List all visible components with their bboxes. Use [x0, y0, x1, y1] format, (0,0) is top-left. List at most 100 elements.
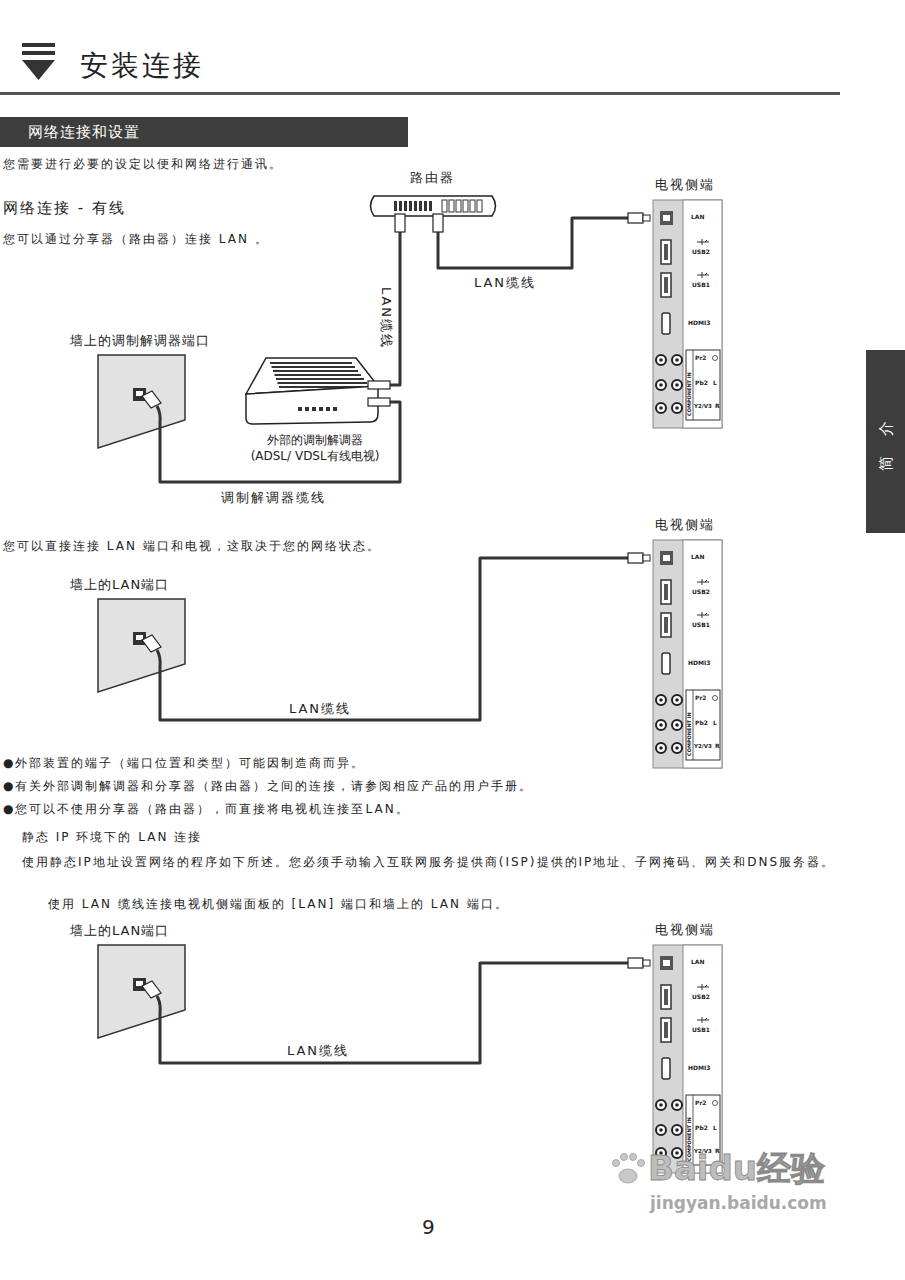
- router-label: 路由器: [360, 170, 504, 186]
- rca-jack: [656, 1100, 666, 1110]
- rca-jack-pin: [659, 746, 663, 750]
- router: 路由器: [360, 170, 504, 232]
- cable-label: LAN缆线: [379, 285, 394, 351]
- body-text: 网络连接 - 有线: [3, 198, 126, 218]
- hdmi-port: [662, 313, 670, 334]
- wall: [98, 355, 185, 448]
- port-label: L: [713, 380, 717, 387]
- wall-socket-slot: [136, 391, 143, 396]
- rca-jack-pin: [675, 1128, 679, 1132]
- body-text: 使用 LAN 缆线连接电视机侧端面板的 [LAN] 端口和墙上的 LAN 端口。: [48, 896, 509, 912]
- page-number: 9: [422, 1214, 435, 1240]
- port-label: Y2/V3: [694, 743, 712, 749]
- wall-lan-port: 墙上的LAN端口: [65, 923, 215, 1040]
- rca-jack-pin: [675, 1103, 679, 1107]
- lan-port: [660, 551, 673, 565]
- rca-jack: [656, 403, 666, 413]
- paw-toe: [613, 1160, 620, 1167]
- lan-plug: [395, 214, 405, 232]
- paw-pad: [619, 1169, 637, 1183]
- router-vent: [409, 201, 412, 211]
- usb-symbol: [697, 984, 709, 990]
- lan-plug: [628, 553, 643, 563]
- rca-jack-pin: [659, 383, 663, 387]
- watermark-paw: [613, 1154, 645, 1184]
- port-label: USB1: [692, 1027, 710, 1034]
- usb-port-tongue: [664, 989, 668, 1005]
- node-drawing: [625, 518, 725, 770]
- side-tab-text: 简 介: [876, 412, 895, 471]
- rca-jack: [672, 380, 682, 390]
- header-rule: [0, 92, 840, 95]
- router-port: [449, 200, 454, 212]
- modem-light: [305, 407, 309, 411]
- usb-port-tongue: [664, 1022, 668, 1038]
- audio-symbol: [713, 356, 718, 361]
- panel: [653, 540, 722, 768]
- port-label: USB1: [692, 282, 710, 289]
- port-label: Pb2: [695, 720, 708, 727]
- cable-label: LAN缆线: [472, 275, 538, 290]
- modem-vent: [270, 362, 352, 364]
- external-modem: 外部的调制解调器 (ADSL/ VDSL有线电视): [240, 352, 390, 465]
- modem-vent: [275, 374, 362, 376]
- router-vent: [429, 201, 432, 211]
- usb-port-tongue: [664, 277, 668, 293]
- modem-light: [312, 407, 316, 411]
- lan-port: [660, 956, 673, 970]
- body-text: 您可以直接连接 LAN 端口和电视，这取决于您的网络状态。: [3, 538, 381, 554]
- usb-symbol: [697, 272, 709, 278]
- port-label: LAN: [691, 554, 705, 561]
- router-body: [371, 196, 496, 216]
- rca-jack: [656, 720, 666, 730]
- component-label: COMPONENT IN: [687, 712, 693, 756]
- wall-label: 墙上的调制解调器端口: [70, 333, 210, 349]
- component-frame: [686, 350, 720, 420]
- rca-jack-pin: [675, 723, 679, 727]
- node-drawing: [65, 577, 215, 694]
- port-label: R: [715, 743, 720, 750]
- port-label: HDMI3: [688, 320, 710, 327]
- port-label: Pr2: [695, 1100, 707, 1107]
- usb-port: [661, 1018, 671, 1042]
- port-label: Pr2: [695, 355, 707, 362]
- lan-plug-tip: [643, 215, 650, 221]
- rca-jack-pin: [659, 698, 663, 702]
- watermark: Baidu经验: [648, 1146, 825, 1190]
- tv-side-panel: 电视侧端LANUSB2USB1HDMI3Pr2Pb2LY2/V3RCOMPONE…: [625, 178, 725, 430]
- lan-cable: [160, 963, 625, 1063]
- port-label: USB2: [692, 994, 710, 1001]
- port-label: Y2/V3: [694, 403, 712, 409]
- rca-jack-pin: [675, 358, 679, 362]
- rca-jack: [672, 695, 682, 705]
- lan-plug: [628, 958, 643, 968]
- port-label: HDMI3: [688, 660, 710, 667]
- component-divider: [693, 690, 694, 760]
- router-port: [477, 200, 482, 212]
- panel: [653, 200, 722, 428]
- watermark: jingyan.baidu.com: [650, 1192, 827, 1214]
- port-label: USB2: [692, 249, 710, 256]
- component-divider: [693, 350, 694, 420]
- cable: [157, 650, 160, 694]
- usb-port: [661, 273, 671, 297]
- rca-jack: [672, 743, 682, 753]
- usb-port-tongue: [664, 584, 668, 600]
- lan-plug-tip: [643, 555, 650, 561]
- rca-jack: [672, 1100, 682, 1110]
- header-icon-arrow: [22, 60, 55, 80]
- rca-jack-pin: [675, 746, 679, 750]
- modem-vent: [278, 382, 368, 384]
- modem-front: [246, 386, 378, 424]
- rca-jack-pin: [659, 406, 663, 410]
- usb-port: [661, 580, 671, 604]
- tv-side-panel: 电视侧端LANUSB2USB1HDMI3Pr2Pb2LY2/V3RCOMPONE…: [625, 923, 725, 1175]
- hdmi-port: [662, 1058, 670, 1079]
- lan-plug: [628, 213, 643, 223]
- panel-label-column: [683, 540, 722, 768]
- lan-plug-tip: [643, 960, 650, 966]
- section-bar: 网络连接和设置: [0, 117, 408, 147]
- body-text: ●有关外部调制解调器和分享器（路由器）之间的连接，请参阅相应产品的用户手册。: [3, 778, 533, 794]
- lan-plug: [433, 214, 443, 232]
